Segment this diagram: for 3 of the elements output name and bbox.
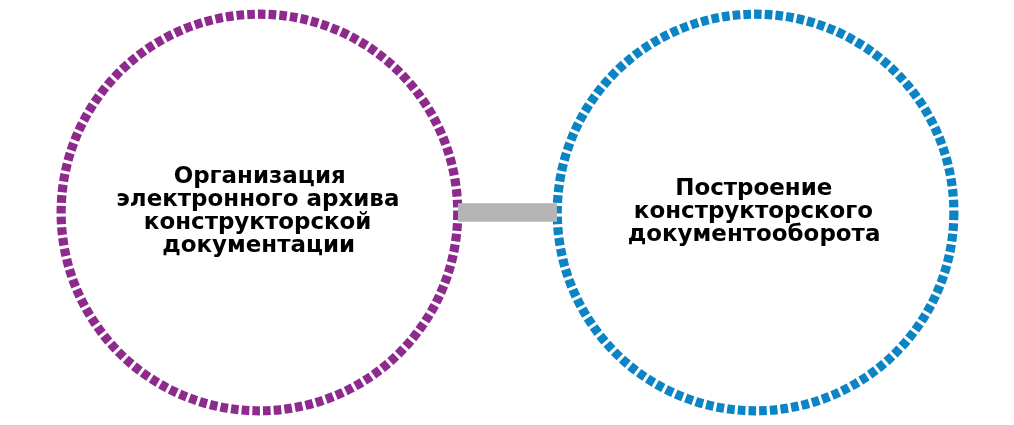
node-circle: Построение конструкторского документооборота (552, 9, 958, 416)
node-circle: Организация электронного архива конструкторской документации (56, 9, 462, 416)
connector (457, 203, 557, 222)
